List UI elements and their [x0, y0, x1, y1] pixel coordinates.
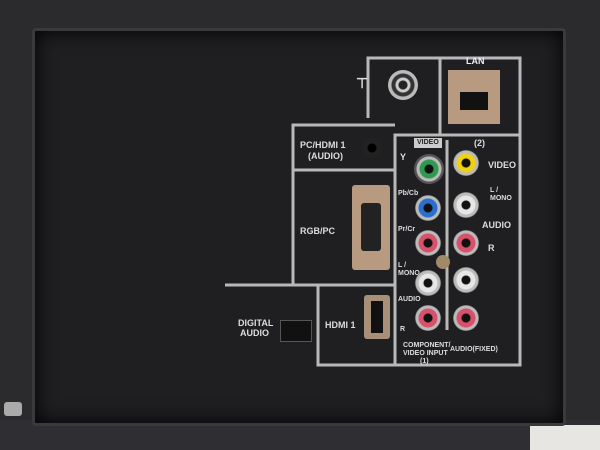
jack-pb-blue[interactable]: [415, 195, 441, 221]
lan-label: LAN: [466, 56, 485, 66]
jack-audio1-left[interactable]: [415, 270, 441, 296]
jack-fixed-right[interactable]: [453, 305, 479, 331]
hdmi1-label: HDMI 1: [325, 320, 356, 330]
audio1-label: AUDIO: [398, 296, 421, 303]
r1-label: R: [400, 326, 406, 333]
optical-port[interactable]: [280, 320, 312, 342]
video2-label: VIDEO: [488, 160, 517, 170]
jack-fixed-left[interactable]: [453, 267, 479, 293]
component-label: COMPONENT/: [403, 342, 451, 349]
input1-label: (1): [420, 358, 429, 365]
jack-audio1-right[interactable]: [415, 305, 441, 331]
vga-port[interactable]: [352, 185, 390, 270]
digital-audio-label: AUDIO: [240, 328, 269, 338]
lmono1-label: L / MONO: [398, 262, 420, 277]
pc-audio-label: (AUDIO): [308, 151, 343, 161]
y-label: Y: [400, 152, 407, 162]
pc-hdmi1-label: PC/HDMI 1: [300, 140, 346, 150]
video-input-label: VIDEO INPUT: [403, 350, 448, 357]
r2-label: R: [488, 243, 495, 253]
pr-label: Pr/Cr: [398, 226, 416, 233]
audio2-label: AUDIO: [482, 220, 511, 230]
antenna-symbol: ⊤: [356, 75, 369, 91]
lmono2-label: L / MONO: [490, 187, 512, 202]
jack-pr-red[interactable]: [415, 230, 441, 256]
hdmi-port[interactable]: [364, 295, 390, 339]
paper: [530, 425, 600, 450]
jack-y-green[interactable]: [414, 154, 444, 184]
input2-label: (2): [474, 138, 485, 148]
digital-label: DIGITAL: [238, 318, 274, 328]
lan-port[interactable]: [448, 70, 500, 124]
audio-fixed-label: AUDIO(FIXED): [450, 346, 498, 353]
rgb-pc-label: RGB/PC: [300, 226, 336, 236]
pc-audio-jack[interactable]: [362, 138, 382, 158]
jack-audio2-right[interactable]: [453, 230, 479, 256]
pb-label: Pb/Cb: [398, 190, 419, 197]
ground-post: [436, 255, 450, 269]
screw: [4, 402, 22, 416]
jack-video2-yellow[interactable]: [453, 150, 479, 176]
antenna-port[interactable]: [388, 70, 418, 100]
video-header: VIDEO: [414, 138, 442, 148]
jack-audio2-left[interactable]: [453, 192, 479, 218]
